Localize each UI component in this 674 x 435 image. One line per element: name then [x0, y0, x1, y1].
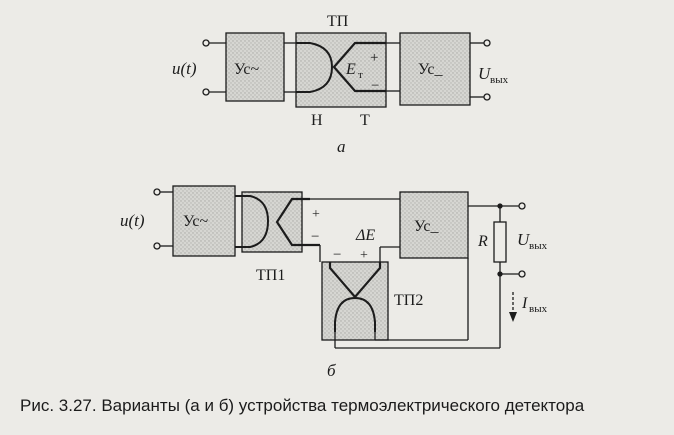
input-label-b: u(t): [120, 211, 145, 230]
thermo-junction-tp1: [275, 197, 320, 247]
dc-amp-label-a: Ус_: [418, 61, 444, 78]
resistor-label: R: [477, 233, 488, 250]
heater-loop-tp2: [334, 296, 376, 332]
cold-junction-label: Т: [360, 112, 370, 129]
diagram-b: [153, 185, 526, 349]
input-terminal-bottom-b: [153, 242, 161, 250]
tp2-plus-sign: +: [360, 248, 368, 263]
output-label-a: U: [478, 64, 492, 83]
variant-label-a: а: [337, 137, 346, 156]
input-terminal-top: [202, 39, 210, 47]
emf-minus-a: −: [371, 78, 379, 94]
variant-label-b: б: [327, 361, 336, 380]
input-label-a: u(t): [172, 59, 197, 78]
emf-plus-a: +: [370, 50, 378, 66]
tp2-label: ТП2: [394, 292, 423, 309]
output-terminal-top: [483, 39, 491, 47]
output-label-b: U: [517, 230, 531, 249]
dc-amplifier-b: [399, 191, 469, 259]
current-label: I: [521, 295, 528, 312]
output-terminal-bottom-b: [518, 270, 526, 278]
thermo-junction-a: [332, 41, 386, 93]
tp2-minus-sign: −: [333, 247, 341, 263]
ac-amplifier-a: [225, 32, 285, 102]
dc-amplifier-a: [399, 32, 471, 106]
ac-amplifier-b: [172, 185, 236, 257]
current-subscript: вых: [529, 303, 548, 315]
output-terminal-bottom: [483, 93, 491, 101]
figure-caption: Рис. 3.27. Варианты (а и б) устройства т…: [20, 396, 585, 415]
hot-junction-label: Н: [311, 112, 323, 129]
output-terminal-top-b: [518, 202, 526, 210]
delta-e-label: ΔE: [355, 227, 375, 244]
input-terminal-top-b: [153, 188, 161, 196]
output-subscript-a: вых: [490, 74, 509, 86]
thermocouple-label-a: ТП: [327, 13, 349, 30]
thermocouple-a: [295, 32, 387, 108]
resistor-r: [493, 221, 507, 263]
thermocouple-1: [241, 191, 303, 253]
ac-amp-label-a: Ус~: [234, 61, 260, 78]
tp1-plus-sign: +: [312, 207, 320, 222]
emf-subscript-a: т: [358, 69, 363, 81]
diagram-a: [202, 32, 491, 108]
current-arrow-head: [509, 312, 517, 322]
heater-loop-tp1: [235, 195, 270, 248]
tp1-label: ТП1: [256, 267, 285, 284]
heater-loop-a: [296, 42, 334, 93]
thermocouple-2: [321, 261, 389, 341]
emf-label-a: E: [345, 61, 356, 78]
output-subscript-b: вых: [529, 240, 548, 252]
ac-amp-label-b: Ус~: [183, 213, 209, 230]
dc-amp-label-b: Ус_: [414, 218, 440, 235]
tp1-minus-sign: −: [311, 229, 319, 245]
input-terminal-bottom: [202, 88, 210, 96]
